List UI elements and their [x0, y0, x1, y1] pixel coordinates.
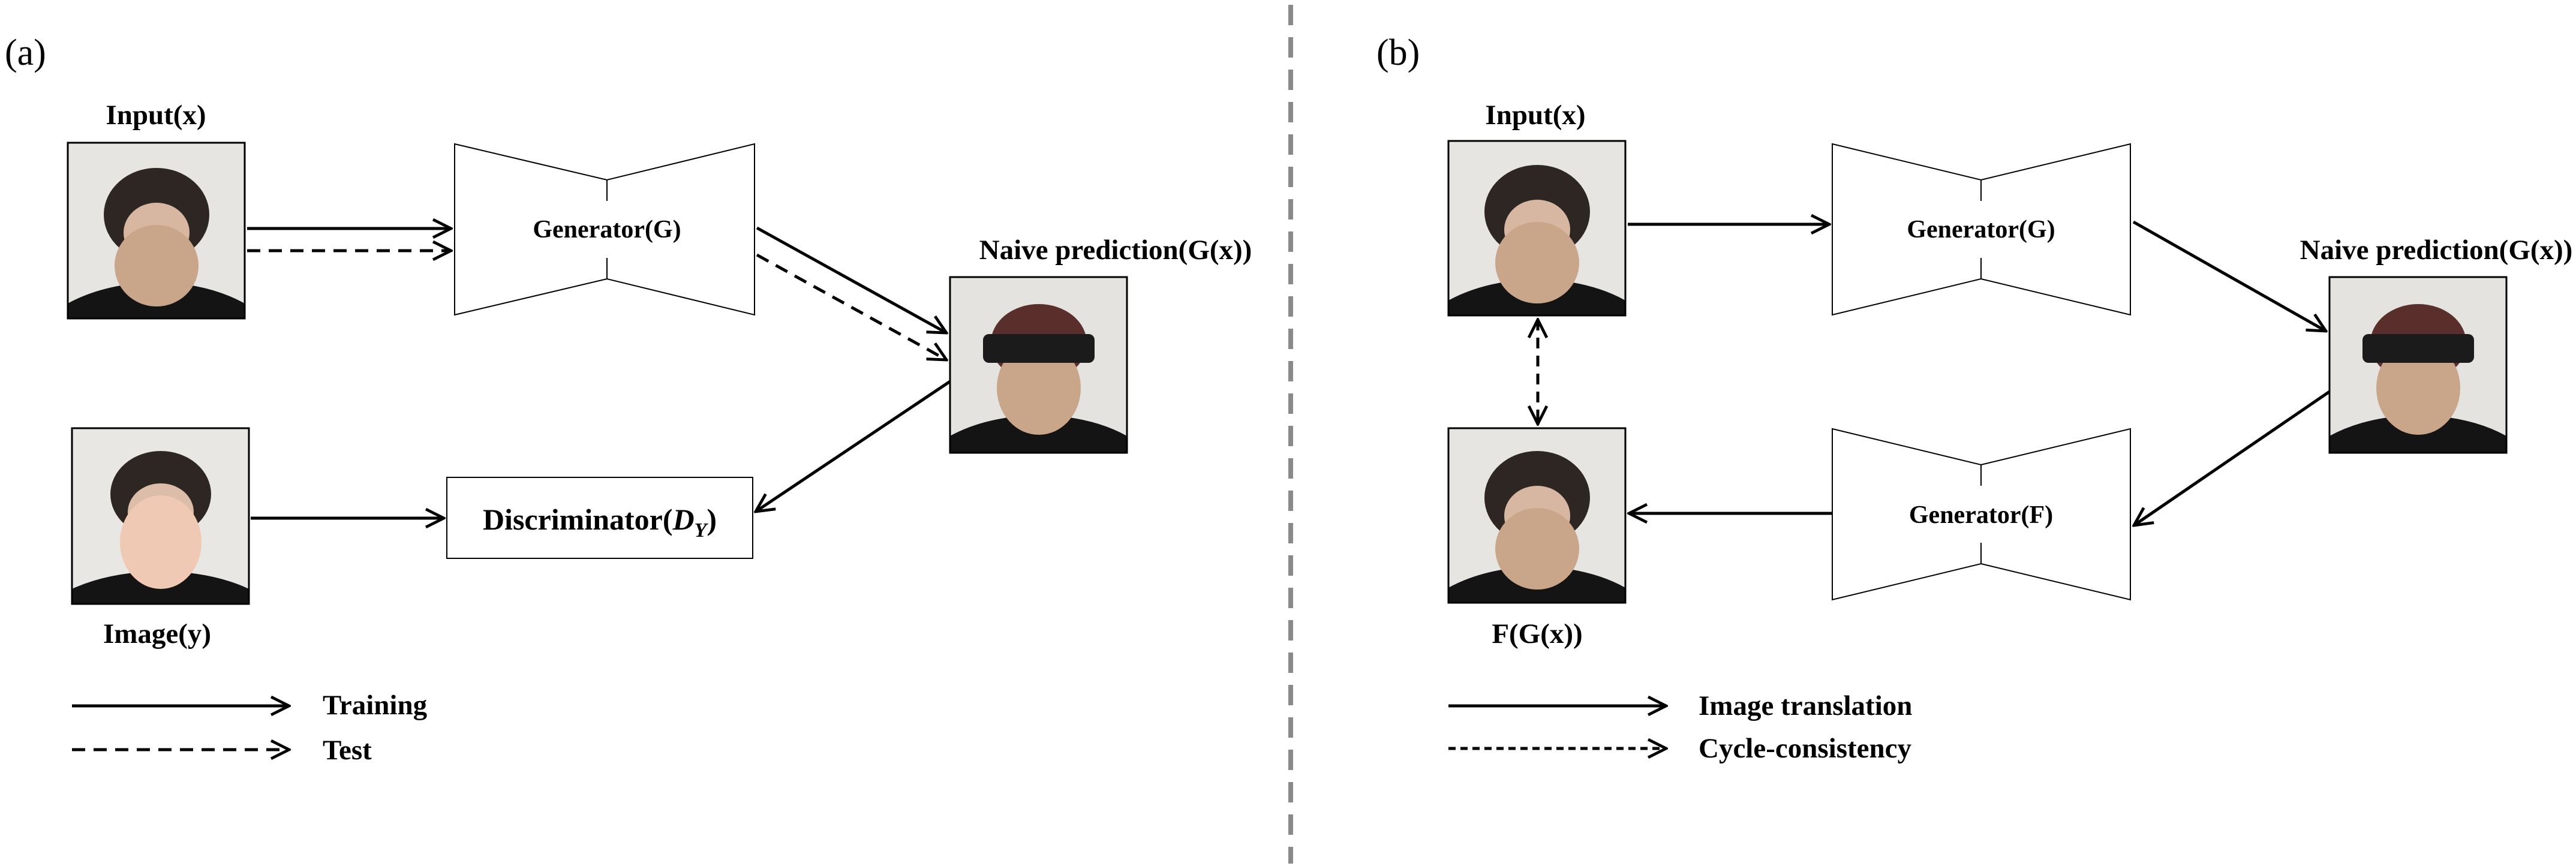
- naive-prediction-label-b: Naive prediction(G(x)): [2300, 234, 2573, 266]
- discriminator-label: Discriminator(DY): [483, 503, 717, 542]
- legend-training-label: Training: [323, 690, 428, 721]
- input-label-a: Input(x): [106, 100, 206, 131]
- arrow-prediction-to-discriminator: [756, 380, 951, 512]
- discriminator-symbol: D: [672, 503, 695, 536]
- input-photo-a: [67, 142, 246, 320]
- arrow-generator-to-prediction-training: [756, 226, 946, 333]
- arrow-prediction-to-generator-f-b: [2134, 390, 2331, 525]
- panel-a-tag: (a): [5, 32, 46, 73]
- generator-g-label-b: Generator(G): [1907, 216, 2055, 243]
- reconstruction-label-b: F(G(x)): [1492, 618, 1582, 650]
- panel-b-tag: (b): [1376, 32, 1420, 73]
- legend-image-translation-label: Image translation: [1699, 690, 1912, 721]
- discriminator-label-prefix: Discriminator(: [483, 503, 673, 536]
- discriminator-close: ): [707, 503, 717, 536]
- legend-cycle-consistency-label: Cycle-consistency: [1699, 733, 1912, 764]
- input-label-b: Input(x): [1485, 100, 1585, 131]
- naive-prediction-label-a: Naive prediction(G(x)): [979, 234, 1252, 266]
- input-photo-b: [1447, 140, 1627, 317]
- naive-prediction-photo-a: [949, 276, 1128, 454]
- naive-prediction-photo-b: [2328, 276, 2508, 454]
- reconstruction-photo-b: [1447, 427, 1627, 604]
- generator-g-label-a: Generator(G): [533, 216, 681, 243]
- arrow-generator-g-to-prediction-b: [2132, 220, 2326, 331]
- arrow-generator-to-prediction-test: [756, 253, 946, 360]
- generator-f-label-b: Generator(F): [1909, 501, 2053, 529]
- discriminator-subscript: Y: [695, 519, 709, 542]
- image-label-a: Image(y): [103, 618, 211, 650]
- real-image-photo-a: [71, 427, 250, 605]
- discriminator-block: [446, 477, 753, 559]
- legend-test-label: Test: [323, 735, 372, 766]
